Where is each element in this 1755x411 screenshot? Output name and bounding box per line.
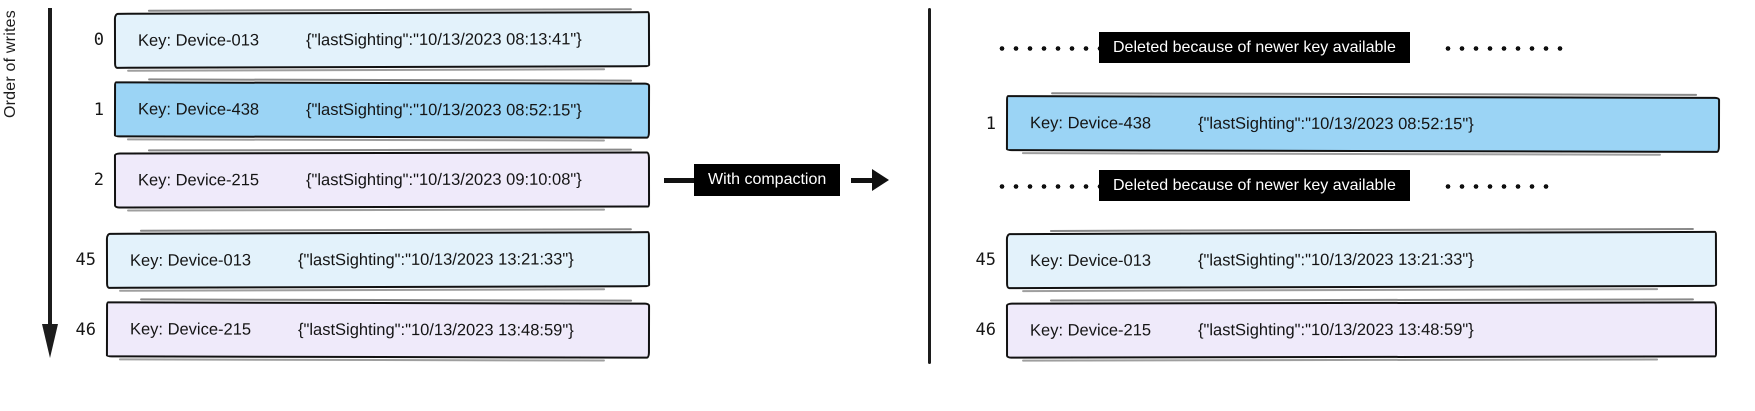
row-index: 46 (75, 320, 96, 340)
down-arrow-icon (42, 8, 58, 358)
record-card[interactable]: Key: Device-438 {"lastSighting":"10/13/2… (113, 81, 651, 139)
record-card[interactable]: Key: Device-013 {"lastSighting":"10/13/2… (113, 11, 651, 69)
with-compaction-label: With compaction (694, 164, 841, 196)
dotted-leader-right (1441, 184, 1553, 189)
record-value: {"lastSighting":"10/13/2023 08:52:15"} (305, 100, 582, 119)
record-card[interactable]: Key: Device-215 {"lastSighting":"10/13/2… (113, 151, 651, 209)
table-row: 46 Key: Device-215 {"lastSighting":"10/1… (62, 301, 651, 359)
table-row: 45 Key: Device-013 {"lastSighting":"10/1… (962, 230, 1718, 290)
record-value: {"lastSighting":"10/13/2023 13:21:33"} (1197, 250, 1474, 270)
record-card[interactable]: Key: Device-438 {"lastSighting":"10/13/2… (1005, 95, 1721, 153)
compaction-arrow-line-2 (851, 178, 875, 183)
table-row: 45 Key: Device-013 {"lastSighting":"10/1… (62, 231, 651, 289)
record-value: {"lastSighting":"10/13/2023 13:48:59"} (297, 320, 574, 339)
right-arrow-icon (872, 169, 889, 191)
table-row: 46 Key: Device-215 {"lastSighting":"10/1… (962, 301, 1718, 359)
record-value: {"lastSighting":"10/13/2023 13:21:33"} (297, 249, 574, 269)
record-card[interactable]: Key: Device-215 {"lastSighting":"10/13/2… (1005, 301, 1718, 359)
record-key: Key: Device-013 (129, 250, 252, 270)
record-key: Key: Device-438 (137, 99, 260, 119)
row-index: 1 (985, 114, 996, 134)
record-key: Key: Device-013 (137, 30, 260, 50)
row-index: 45 (75, 250, 96, 270)
record-card[interactable]: Key: Device-013 {"lastSighting":"10/13/2… (1005, 230, 1718, 290)
row-index: 45 (975, 250, 996, 270)
deleted-note-label: Deleted because of newer key available (1099, 170, 1410, 201)
record-key: Key: Device-215 (129, 319, 252, 339)
panel-divider (928, 8, 931, 364)
record-value: {"lastSighting":"10/13/2023 08:13:41"} (305, 29, 582, 49)
record-key: Key: Device-215 (1029, 320, 1152, 340)
record-card[interactable]: Key: Device-215 {"lastSighting":"10/13/2… (105, 301, 651, 359)
record-card[interactable]: Key: Device-013 {"lastSighting":"10/13/2… (105, 231, 651, 289)
row-index: 46 (975, 320, 996, 340)
after-compaction-panel: Deleted because of newer key available 1… (900, 0, 1755, 411)
table-row: 1 Key: Device-438 {"lastSighting":"10/13… (962, 95, 1721, 153)
dotted-leader-left (995, 184, 1101, 189)
before-compaction-panel: 0 Key: Device-013 {"lastSighting":"10/13… (0, 0, 900, 411)
record-key: Key: Device-013 (1029, 251, 1152, 270)
row-index: 2 (93, 170, 104, 190)
compaction-arrow-line (664, 178, 706, 183)
table-row: 0 Key: Device-013 {"lastSighting":"10/13… (70, 11, 651, 69)
record-value: {"lastSighting":"10/13/2023 09:10:08"} (305, 170, 582, 189)
table-row: 2 Key: Device-215 {"lastSighting":"10/13… (70, 151, 651, 209)
deleted-marker: Deleted because of newer key available (995, 32, 1695, 64)
dotted-leader-left (995, 46, 1101, 51)
record-key: Key: Device-215 (137, 170, 260, 189)
record-value: {"lastSighting":"10/13/2023 13:48:59"} (1197, 320, 1474, 339)
row-index: 0 (93, 30, 104, 50)
row-index: 1 (93, 100, 104, 120)
deleted-note-label: Deleted because of newer key available (1099, 32, 1410, 63)
deleted-marker: Deleted because of newer key available (995, 170, 1695, 202)
dotted-leader-right (1441, 46, 1567, 51)
record-value: {"lastSighting":"10/13/2023 08:52:15"} (1197, 114, 1474, 133)
table-row: 1 Key: Device-438 {"lastSighting":"10/13… (70, 81, 651, 139)
record-key: Key: Device-438 (1029, 113, 1152, 132)
